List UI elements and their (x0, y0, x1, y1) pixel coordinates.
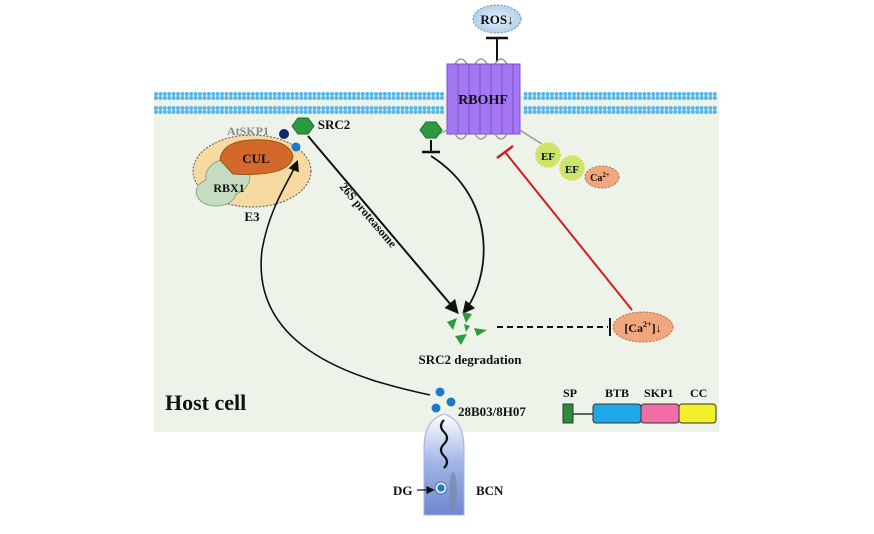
domain-structure: SP BTB SKP1 CC (562, 386, 717, 424)
atskp1-label: AtSKP1 (227, 124, 269, 138)
nematode-head (423, 413, 465, 516)
degradation-calcium-inhibition (497, 318, 611, 336)
e3-label: E3 (244, 209, 260, 224)
svg-text:EF: EF (565, 164, 579, 176)
src2-rbohf-bound (419, 121, 443, 154)
domain-btb-label: BTB (605, 386, 629, 400)
src2-label: SRC2 (318, 117, 351, 132)
calcium-ion: Ca2+ (584, 165, 620, 189)
calcium-rbohf-inhibition (496, 145, 633, 311)
host-cell-label: Host cell (165, 390, 246, 415)
domain-skp1 (640, 403, 680, 424)
ros-cloud: ROS↓ (472, 4, 522, 34)
domain-sp-label: SP (563, 386, 577, 400)
cul-label: CUL (242, 151, 270, 166)
plasma-membrane (154, 92, 717, 114)
src2-fragments (447, 312, 487, 345)
svg-text:[Ca2+]↓: [Ca2+]↓ (624, 320, 661, 335)
rbohf-protein: RBOHF (430, 58, 543, 145)
effector-dots (431, 387, 456, 413)
domain-sp (562, 403, 574, 424)
src2-e3-bound: SRC2 (291, 117, 351, 135)
src2-degradation-label: SRC2 degradation (419, 352, 523, 367)
ros-inhibition-bar (486, 36, 508, 62)
rbx1-label: RBX1 (213, 181, 244, 195)
domain-skp1-label: SKP1 (644, 386, 673, 400)
domain-btb (592, 403, 642, 424)
svg-text:EF: EF (541, 151, 555, 163)
e3-complex: CUL RBX1 E3 (192, 134, 312, 224)
effector-label: 28B03/8H07 (458, 404, 526, 419)
domain-cc (678, 403, 717, 424)
bcn-label: BCN (476, 483, 504, 498)
effector-bound-dot (291, 142, 301, 152)
atskp1-dot (279, 129, 289, 139)
ros-label: ROS↓ (480, 12, 513, 27)
dg-label: DG (393, 483, 413, 498)
svg-text:Ca2+: Ca2+ (590, 171, 610, 184)
src2-release-arrow (430, 155, 485, 314)
cytosolic-calcium-decrease: [Ca2+]↓ (612, 311, 674, 343)
ef-hand-2: EF (559, 155, 585, 181)
ef-hand-1: EF (535, 142, 561, 168)
effector-transport-arrow (260, 159, 431, 396)
proteasome-arrow (307, 135, 459, 315)
domain-cc-label: CC (690, 386, 707, 400)
rbohf-label: RBOHF (458, 93, 508, 108)
